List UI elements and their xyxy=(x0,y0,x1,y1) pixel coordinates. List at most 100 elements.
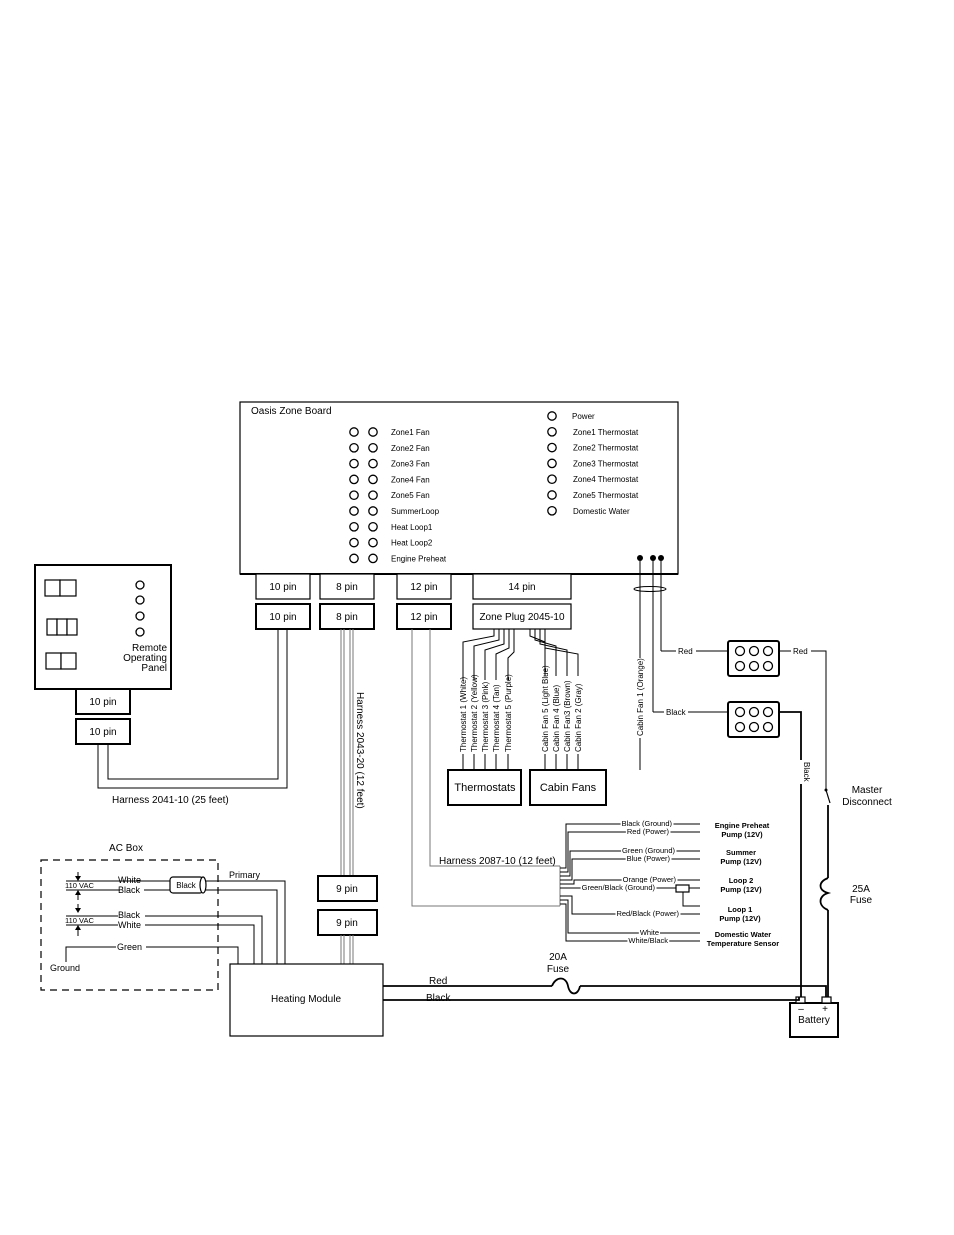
black-wire-vertical: Black xyxy=(802,762,811,783)
led-right-label: Zone3 Thermostat xyxy=(573,459,639,468)
led-right-label: Power xyxy=(572,412,595,421)
remote-10pin-1: 10 pin xyxy=(89,697,116,708)
led-left-a xyxy=(349,474,359,485)
led-left-a xyxy=(349,490,359,501)
pump-wire-label: Green/Black (Ground) xyxy=(582,883,656,892)
conn-8pin-board: 8 pin xyxy=(336,582,358,593)
pump-dw-2: Temperature Sensor xyxy=(707,939,779,948)
led-right xyxy=(547,411,557,421)
white1-label: White xyxy=(118,875,141,885)
conn-12pin-mate: 12 pin xyxy=(410,612,437,623)
black-fuse-label: Black xyxy=(176,881,197,890)
remote-operating-panel: Remote Operating Panel 10 pin 10 pin xyxy=(34,564,172,745)
thermostat-wire-label: Thermostat 4 (Tan) xyxy=(492,684,501,752)
led-left-label: SummerLoop xyxy=(391,507,440,516)
relays: Red Black Red Black xyxy=(653,640,827,1000)
pump-wire-label: Red/Black (Power) xyxy=(616,909,679,918)
master-disconnect-1: Master xyxy=(852,785,883,796)
led-left-label: Zone1 Fan xyxy=(391,428,430,437)
fan-wire-label: Cabin Fan3 (Brown) xyxy=(563,680,572,752)
led-right xyxy=(547,474,557,485)
led-right-label: Zone5 Thermostat xyxy=(573,491,639,500)
led-left-a xyxy=(349,442,359,453)
master-disconnect: Master Disconnect 25A Fuse xyxy=(819,785,892,1000)
pump-loop2-1: Loop 2 xyxy=(729,876,754,885)
thermostat-fan-boxes: Thermostats Cabin Fans xyxy=(447,769,607,806)
conn-12pin-board: 12 pin xyxy=(410,582,437,593)
mating-connectors: 10 pin 8 pin 12 pin Zone Plug 2045-10 xyxy=(255,603,572,630)
battery-neg: – xyxy=(798,1004,804,1015)
remote-panel-label-1: Remote xyxy=(132,643,167,654)
remote-10pin-2: 10 pin xyxy=(89,727,116,738)
ac-box-title: AC Box xyxy=(109,843,143,854)
pump-loop1-1: Loop 1 xyxy=(728,905,753,914)
pump-wiring: Black (Ground)Red (Power)Green (Ground)B… xyxy=(559,819,779,948)
main-power-wires: Red Black 20A Fuse xyxy=(383,952,827,1004)
vac2-label: 110 VAC xyxy=(65,916,94,925)
black1-label: Black xyxy=(118,885,141,895)
fan-wire-label: Cabin Fan 5 (Light Blue) xyxy=(541,665,550,752)
cabin-fans-label: Cabin Fans xyxy=(540,782,597,794)
zone-plug-label: Zone Plug 2045-10 xyxy=(479,612,565,623)
remote-panel-label-3: Panel xyxy=(141,663,167,674)
red-wire-left: Red xyxy=(678,647,693,656)
zone-plug-wires: Thermostat 1 (White)Thermostat 2 (Yellow… xyxy=(457,629,583,770)
led-left-a xyxy=(349,458,359,469)
led-right xyxy=(547,505,557,516)
pump-wire-label: White xyxy=(640,928,659,937)
led-left-a xyxy=(349,521,359,532)
conn-10pin-board: 10 pin xyxy=(269,582,296,593)
red-wire-right: Red xyxy=(793,647,808,656)
pump-wire-label: Red (Power) xyxy=(627,827,670,836)
harness-2043-label: Harness 2043-20 (12 feet) xyxy=(354,692,365,809)
fan-wire-label: Cabin Fan 2 (Gray) xyxy=(574,683,583,752)
pump-engine-preheat-2: Pump (12V) xyxy=(721,830,763,839)
led-left-label: Zone3 Fan xyxy=(391,460,430,469)
conn-9pin-1: 9 pin xyxy=(336,884,358,895)
conn-9pin-2: 9 pin xyxy=(336,918,358,929)
led-left-a xyxy=(349,506,359,516)
pump-wire xyxy=(560,899,700,934)
led-left-b xyxy=(368,490,378,501)
battery-pos: + xyxy=(822,1004,828,1015)
led-left-label: Heat Loop2 xyxy=(391,539,433,548)
battery: – + Battery xyxy=(789,996,839,1038)
conn-8pin-mate: 8 pin xyxy=(336,612,358,623)
heating-module-label: Heating Module xyxy=(271,994,341,1005)
pump-wire-label: Blue (Power) xyxy=(627,854,671,863)
harness-2043: Harness 2043-20 (12 feet) 9 pin 9 pin xyxy=(317,629,378,964)
vac1-label: 110 VAC xyxy=(65,881,94,890)
thermostats-label: Thermostats xyxy=(454,782,516,794)
pump-resistor xyxy=(675,884,690,893)
led-right-label: Domestic Water xyxy=(573,507,630,516)
black2-label: Black xyxy=(118,910,141,920)
ac-box: AC Box 110 VAC 110 VAC White Black Black… xyxy=(40,843,286,991)
conn-10pin-mate: 10 pin xyxy=(269,612,296,623)
harness-2087-label: Harness 2087-10 (12 feet) xyxy=(439,856,556,867)
pump-wire-label: Green (Ground) xyxy=(622,846,675,855)
cabin-fan1-label: Cabin Fan 1 (Orange) xyxy=(636,658,645,736)
led-left-label: Zone2 Fan xyxy=(391,444,430,453)
led-left-label: Zone4 Fan xyxy=(391,475,430,484)
led-right-label: Zone1 Thermostat xyxy=(573,428,639,437)
led-left-b xyxy=(368,474,378,485)
fan-wire-label: Cabin Fan 4 (Blue) xyxy=(552,685,561,752)
fuse20-2: Fuse xyxy=(547,964,570,975)
led-left-b xyxy=(368,458,378,469)
main-black-label: Black xyxy=(426,993,451,1004)
led-left-label: Heat Loop1 xyxy=(391,523,433,532)
led-right xyxy=(547,426,557,437)
pump-loop1-2: Pump (12V) xyxy=(719,914,761,923)
thermostat-wire-label: Thermostat 5 (Purple) xyxy=(504,674,513,752)
pump-summer-2: Pump (12V) xyxy=(720,857,762,866)
led-left-label: Zone5 Fan xyxy=(391,491,430,500)
fuse20-1: 20A xyxy=(549,952,567,963)
fuse25-1: 25A xyxy=(852,884,870,895)
led-left-b xyxy=(368,506,378,516)
led-right xyxy=(547,490,557,500)
pump-dw-1: Domestic Water xyxy=(715,930,771,939)
led-right-label: Zone2 Thermostat xyxy=(573,444,639,453)
